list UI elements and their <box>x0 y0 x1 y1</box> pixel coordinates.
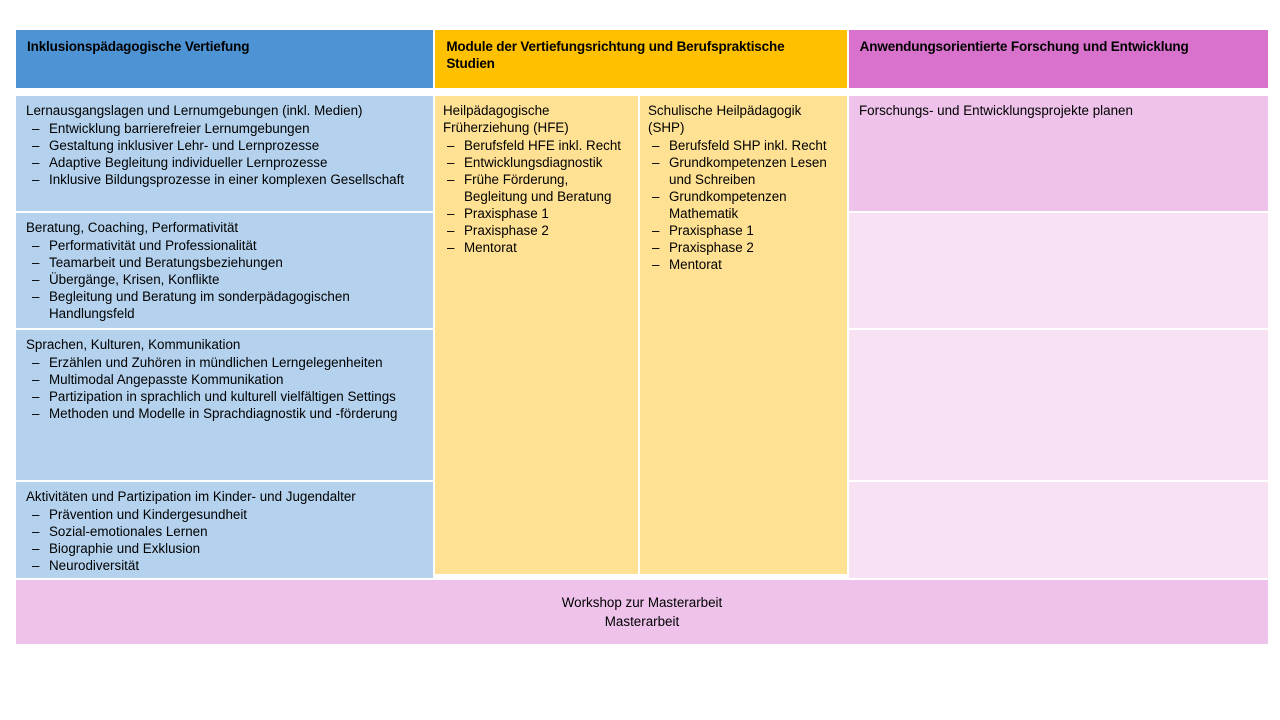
footer-line-masterarbeit: Masterarbeit <box>604 614 680 629</box>
list-item: Inklusive Bildungsprozesse in einer komp… <box>26 171 425 188</box>
list-item: Erzählen und Zuhören in mündlichen Lerng… <box>26 354 425 371</box>
cell-title: Lernausgangslagen und Lernumgebungen (in… <box>26 103 363 118</box>
list-item: Entwicklung barrierefreier Lernumgebunge… <box>26 120 425 137</box>
curriculum-matrix: Inklusionspädagogische Vertiefung Module… <box>16 30 1268 644</box>
list-item: Begleitung und Beratung im sonderpädagog… <box>26 288 425 322</box>
list-item: Praxisphase 2 <box>443 222 630 239</box>
cell-pink-empty-4 <box>849 482 1268 578</box>
cell-lernausgangslagen: Lernausgangslagen und Lernumgebungen (in… <box>16 96 433 211</box>
subcolumn-item-list: Berufsfeld SHP inkl. Recht Grundkompeten… <box>648 137 839 273</box>
subcolumn-schulische-heilpaedagogik: Schulische Heilpädagogik (SHP) Berufsfel… <box>640 96 847 574</box>
footer-line-workshop: Workshop zur Masterarbeit <box>561 594 723 610</box>
list-item: Grundkompetenzen Mathematik <box>648 188 839 222</box>
cell-forschungs-entwicklungsprojekte-planen: Forschungs- und Entwicklungsprojekte pla… <box>849 96 1268 211</box>
list-item: Teamarbeit und Beratungsbeziehungen <box>26 254 425 271</box>
list-item: Praxisphase 1 <box>648 222 839 239</box>
list-item: Grundkompetenzen Lesen und Schreiben <box>648 154 839 188</box>
cell-item-list: Entwicklung barrierefreier Lernumgebunge… <box>26 120 425 188</box>
list-item: Mentorat <box>648 256 839 273</box>
column-header-module-vertiefungsrichtung: Module der Vertiefungsrichtung und Beruf… <box>435 30 847 88</box>
subcolumn-title: Schulische Heilpädagogik (SHP) <box>648 103 802 136</box>
list-item: Methoden und Modelle in Sprachdiagnostik… <box>26 405 425 422</box>
list-item: Multimodal Angepasste Kommunikation <box>26 371 425 388</box>
cell-title: Aktivitäten und Partizipation im Kinder-… <box>26 489 356 504</box>
cell-title: Beratung, Coaching, Performativität <box>26 220 239 235</box>
matrix-body: Lernausgangslagen und Lernumgebungen (in… <box>16 96 1268 578</box>
column-middle: Heilpädagogische Früherziehung (HFE) Ber… <box>435 96 847 578</box>
list-item: Gestaltung inklusiver Lehr- und Lernproz… <box>26 137 425 154</box>
cell-item-list: Erzählen und Zuhören in mündlichen Lerng… <box>26 354 425 422</box>
cell-title: Forschungs- und Entwicklungsprojekte pla… <box>859 103 1133 118</box>
list-item: Neurodiversität <box>26 557 425 574</box>
list-item: Sozial-emotionales Lernen <box>26 523 425 540</box>
cell-sprachen-kulturen-kommunikation: Sprachen, Kulturen, Kommunikation Erzähl… <box>16 330 433 480</box>
list-item: Berufsfeld HFE inkl. Recht <box>443 137 630 154</box>
list-item: Biographie und Exklusion <box>26 540 425 557</box>
subcolumn-heilpaedagogische-frueherziehung: Heilpädagogische Früherziehung (HFE) Ber… <box>435 96 638 574</box>
list-item: Entwicklungsdiagnostik <box>443 154 630 171</box>
subcolumn-title: Heilpädagogische Früherziehung (HFE) <box>443 103 569 136</box>
column-header-anwendungsorientierte-forschung: Anwendungsorientierte Forschung und Entw… <box>848 30 1268 88</box>
list-item: Praxisphase 2 <box>648 239 839 256</box>
list-item: Prävention und Kindergesundheit <box>26 506 425 523</box>
subcolumn-item-list: Berufsfeld HFE inkl. Recht Entwicklungsd… <box>443 137 630 256</box>
header-row: Inklusionspädagogische Vertiefung Module… <box>16 30 1268 88</box>
list-item: Frühe Förderung, Begleitung und Beratung <box>443 171 630 205</box>
cell-item-list: Performativität und Professionalität Tea… <box>26 237 425 322</box>
list-item: Berufsfeld SHP inkl. Recht <box>648 137 839 154</box>
cell-title: Sprachen, Kulturen, Kommunikation <box>26 337 241 352</box>
list-item: Übergänge, Krisen, Konflikte <box>26 271 425 288</box>
list-item: Partizipation in sprachlich und kulturel… <box>26 388 425 405</box>
cell-item-list: Prävention und Kindergesundheit Sozial-e… <box>26 506 425 574</box>
cell-aktivitaeten-partizipation: Aktivitäten und Partizipation im Kinder-… <box>16 482 433 578</box>
list-item: Adaptive Begleitung individueller Lernpr… <box>26 154 425 171</box>
column-right: Forschungs- und Entwicklungsprojekte pla… <box>849 96 1268 578</box>
list-item: Praxisphase 1 <box>443 205 630 222</box>
column-left: Lernausgangslagen und Lernumgebungen (in… <box>16 96 433 578</box>
column-header-inklusionspaedagogische-vertiefung: Inklusionspädagogische Vertiefung <box>16 30 434 88</box>
footer-masterarbeit-bar: Workshop zur Masterarbeit Masterarbeit <box>16 580 1268 644</box>
cell-pink-empty-3 <box>849 330 1268 480</box>
list-item: Mentorat <box>443 239 630 256</box>
list-item: Performativität und Professionalität <box>26 237 425 254</box>
cell-beratung-coaching-performativitaet: Beratung, Coaching, Performativität Perf… <box>16 213 433 328</box>
cell-pink-empty-2 <box>849 213 1268 328</box>
